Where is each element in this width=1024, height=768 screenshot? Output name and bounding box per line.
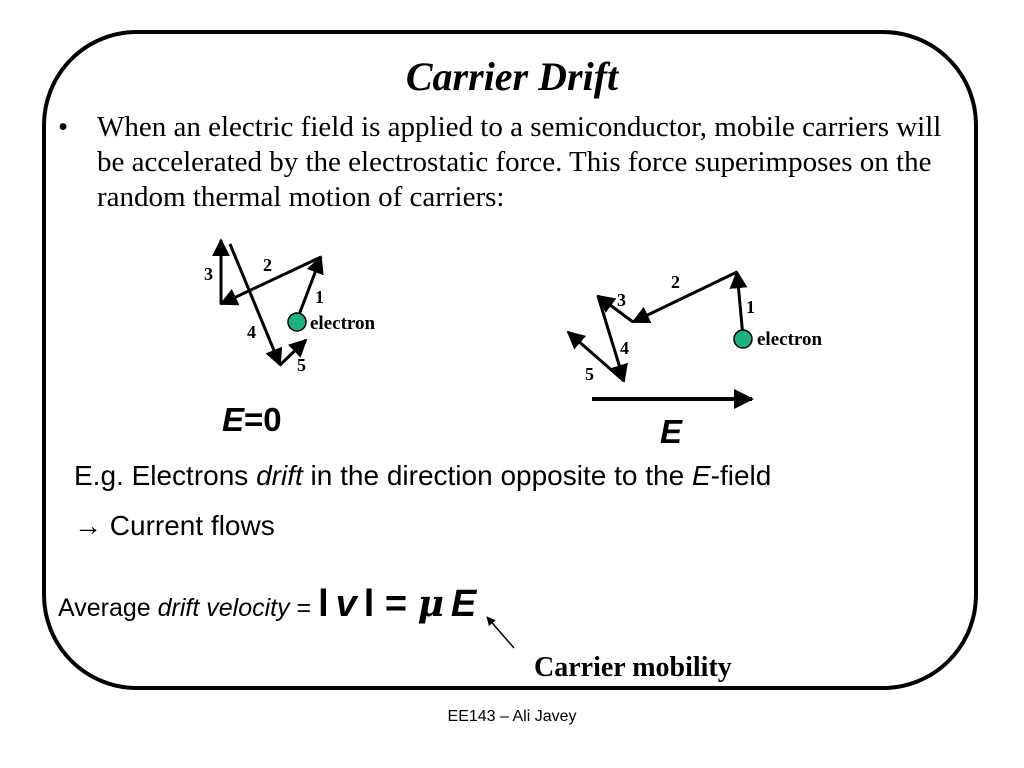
right-trajectory: 1 2 3 4 5 electron bbox=[566, 270, 822, 409]
left-electron-label: electron bbox=[310, 313, 375, 334]
example-prefix: E.g. Electrons bbox=[74, 460, 257, 491]
formula-equals-2: = bbox=[374, 583, 418, 625]
bullet-marker: • bbox=[58, 111, 69, 143]
left-path-2 bbox=[219, 255, 322, 306]
bullet-text: When an electric field is applied to a s… bbox=[97, 111, 942, 213]
example-middle: in the direction opposite to the bbox=[302, 460, 692, 491]
formula-line: Average drift velocity = l v l = μ E bbox=[58, 580, 476, 632]
left-step-5: 5 bbox=[297, 355, 306, 375]
right-step-1: 1 bbox=[746, 297, 755, 317]
right-field-label: E bbox=[660, 410, 682, 454]
current-text: Current flows bbox=[102, 510, 275, 541]
left-field-label: E=0 bbox=[222, 398, 282, 442]
slide-frame bbox=[42, 30, 978, 690]
example-suffix: -field bbox=[710, 460, 772, 491]
right-electron-label: electron bbox=[757, 329, 822, 350]
left-step-2: 2 bbox=[263, 255, 272, 275]
formula-mu: μ bbox=[417, 583, 444, 625]
formula-v: v bbox=[335, 583, 357, 625]
left-field-value: =0 bbox=[244, 401, 282, 438]
formula-label-italic: drift velocity bbox=[157, 594, 290, 622]
right-step-5: 5 bbox=[585, 364, 594, 384]
current-line: → Current flows bbox=[74, 508, 275, 544]
example-field-letter: E bbox=[691, 460, 711, 491]
left-electron bbox=[287, 312, 307, 332]
left-path-5 bbox=[278, 338, 308, 367]
right-step-2: 2 bbox=[671, 272, 680, 292]
slide-footer: EE143 – Ali Javey bbox=[447, 708, 577, 725]
formula-label-plain: Average bbox=[58, 594, 158, 622]
right-path-4 bbox=[596, 295, 628, 383]
example-line: E.g. Electrons drift in the direction op… bbox=[74, 458, 974, 494]
formula-E: E bbox=[450, 583, 477, 625]
right-electron bbox=[733, 329, 753, 349]
right-step-4: 4 bbox=[620, 338, 629, 358]
mobility-annotation: Carrier mobility bbox=[534, 652, 732, 683]
right-step-3: 3 bbox=[617, 290, 626, 310]
slide-title: Carrier Drift bbox=[405, 54, 619, 99]
right-path-2 bbox=[631, 270, 738, 324]
arrow-icon: → bbox=[74, 510, 102, 541]
left-step-1: 1 bbox=[315, 287, 324, 307]
formula-bar-open: l bbox=[318, 583, 329, 625]
left-trajectory: 1 2 3 4 5 electron bbox=[204, 238, 375, 375]
example-drift-word: drift bbox=[256, 460, 303, 491]
formula-bar-close: l bbox=[363, 583, 375, 625]
right-field-symbol: E bbox=[660, 413, 683, 450]
mobility-pointer bbox=[486, 616, 515, 649]
right-path-5 bbox=[566, 330, 625, 383]
formula-equals: = bbox=[289, 594, 319, 622]
left-step-4: 4 bbox=[247, 322, 256, 342]
right-path-3 bbox=[596, 294, 634, 324]
left-step-3: 3 bbox=[204, 264, 213, 284]
left-path-4 bbox=[228, 243, 283, 367]
left-path-1 bbox=[295, 255, 324, 321]
left-field-symbol: E bbox=[222, 401, 245, 438]
right-path-1 bbox=[729, 270, 748, 338]
